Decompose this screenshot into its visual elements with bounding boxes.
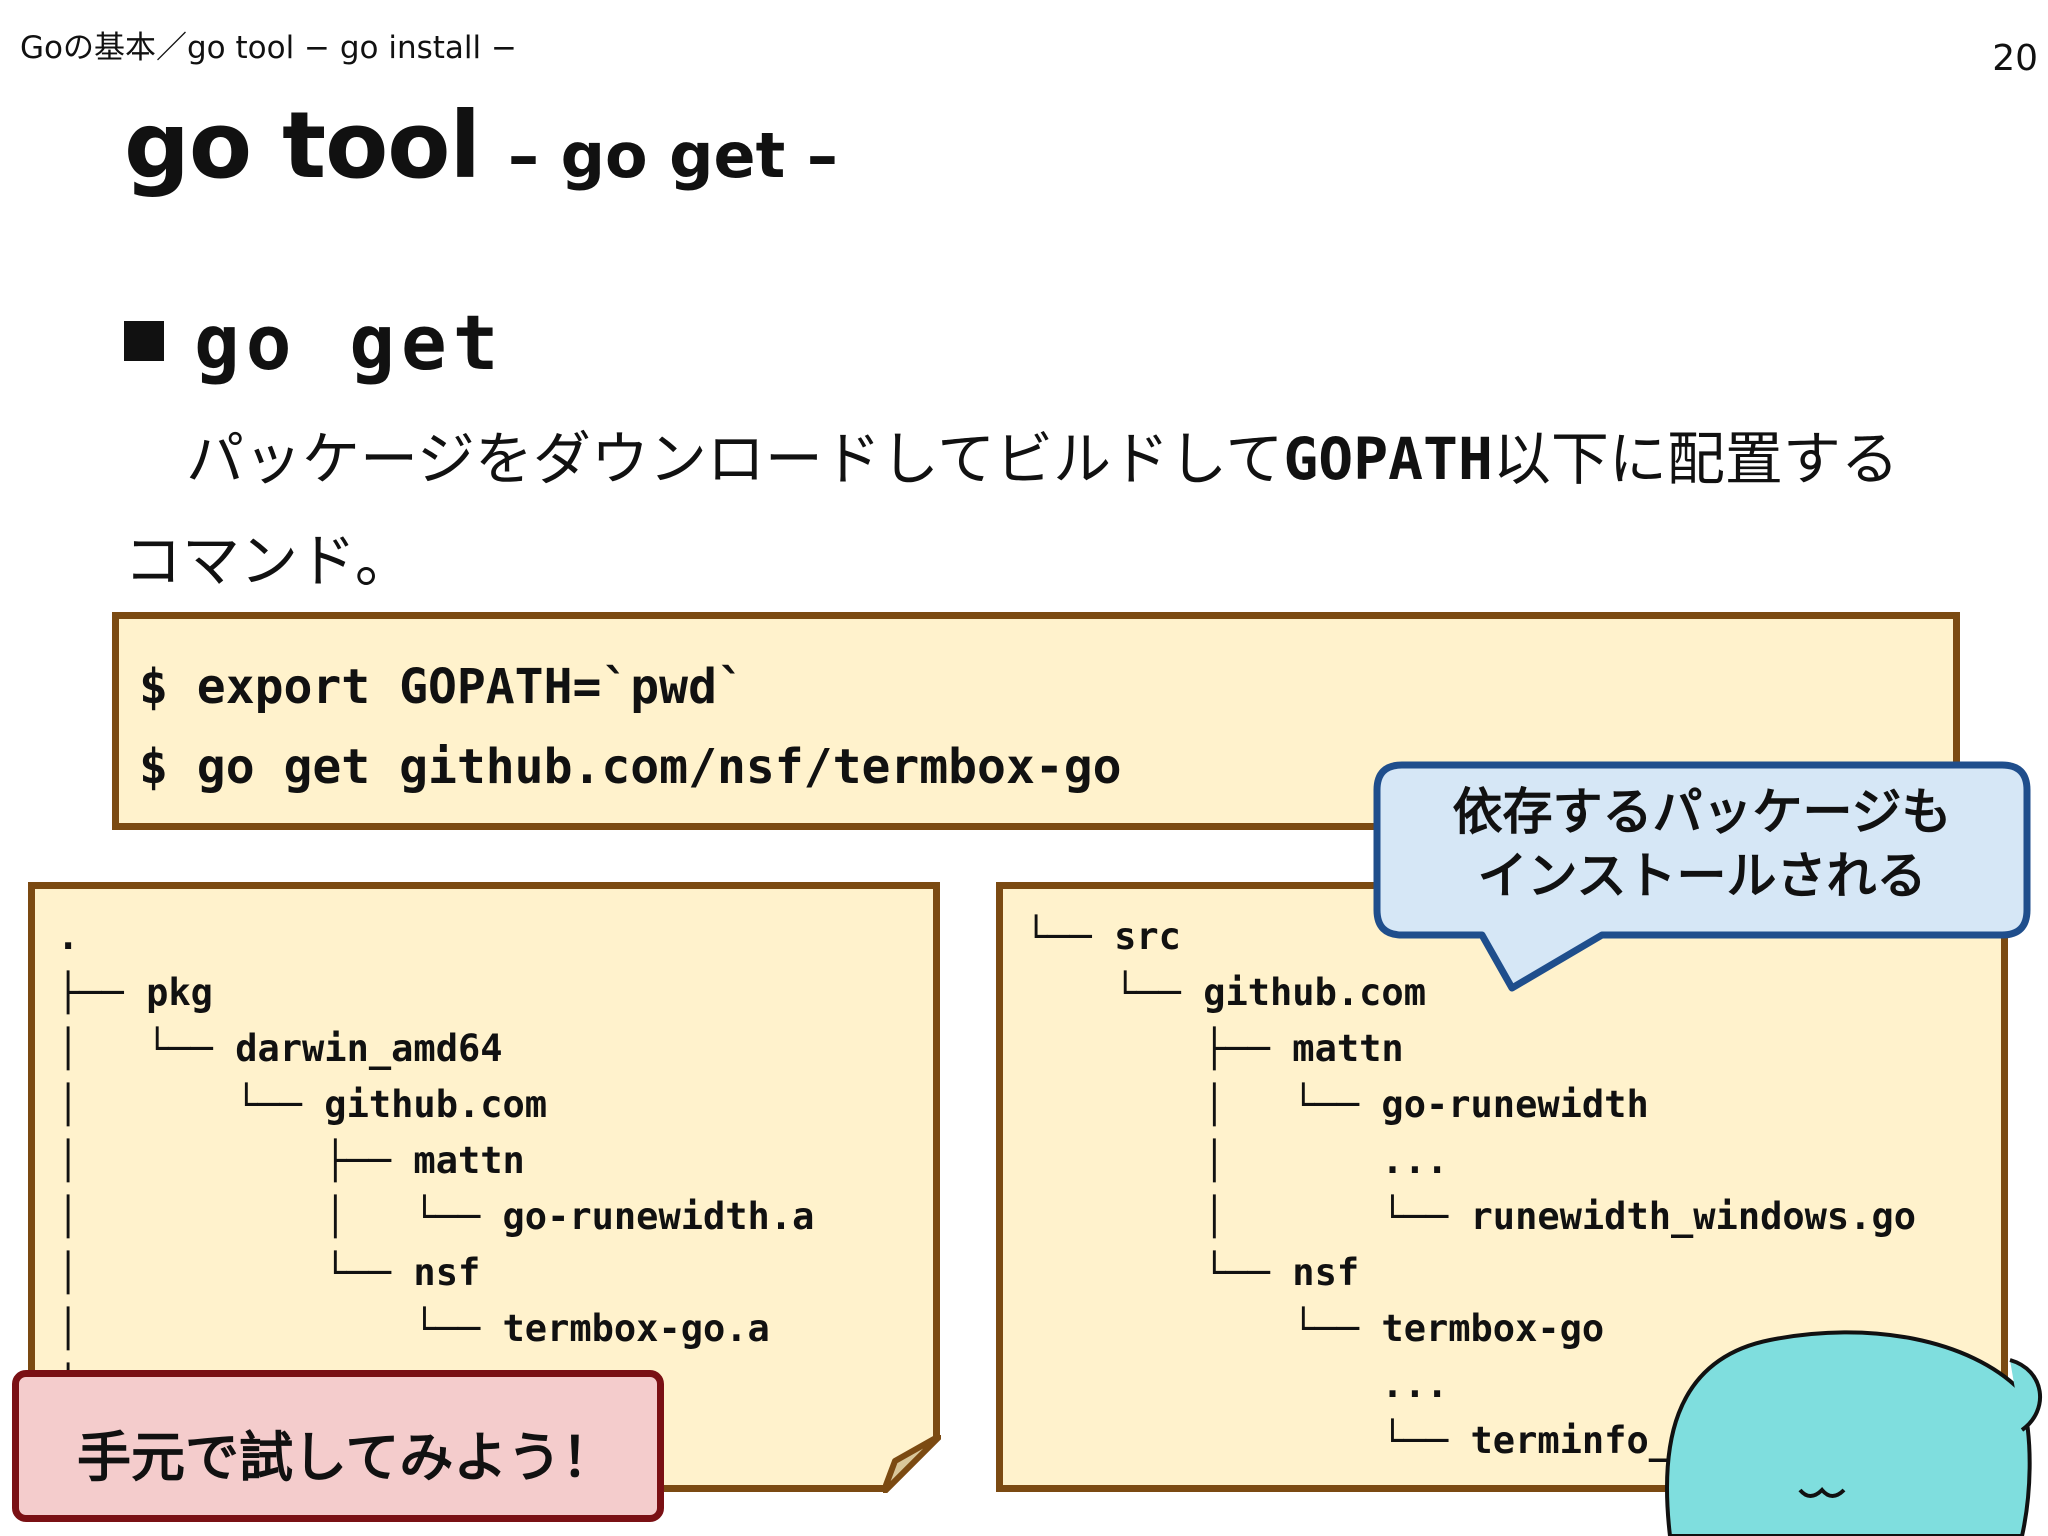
page-number: 20 <box>1992 38 2038 79</box>
src-tree-text: └── src └── github.com ├── mattn │ └── g… <box>1025 915 1917 1462</box>
title-main: go tool <box>124 92 481 199</box>
callout-line-2: インストールされる <box>1477 847 1927 905</box>
command-line-export: $ export GOPATH=`pwd` <box>139 659 746 715</box>
speech-bubble-icon <box>1373 761 2031 992</box>
try-it-label: 手元で試してみよう！ <box>12 1370 664 1522</box>
bullet-heading-text: go get <box>194 298 505 387</box>
src-tree-box: └── src └── github.com ├── mattn │ └── g… <box>996 882 2009 1493</box>
gopher-mascot-icon <box>1664 1330 2043 1536</box>
pkg-tree-text: . ├── pkg │ └── darwin_amd64 │ └── githu… <box>57 915 815 1406</box>
command-line-go-get: $ go get github.com/nsf/termbox-go <box>139 739 1122 795</box>
breadcrumb: Goの基本／go tool − go install − <box>20 30 517 66</box>
callout-line-1: 依存するパッケージも <box>1452 783 1952 841</box>
bullet-heading: go get <box>124 298 505 387</box>
callout-text: 依存するパッケージも インストールされる <box>1372 780 2032 908</box>
title-sub: – go get – <box>508 119 838 192</box>
folded-corner-icon <box>883 1435 941 1493</box>
desc-code: GOPATH <box>1283 425 1493 493</box>
bullet-description: パッケージをダウンロードしてビルドしてGOPATH以下に配置するコマンド。 <box>124 408 1924 612</box>
page-title: go tool – go get – <box>124 92 838 199</box>
bullet-square-icon <box>124 321 164 361</box>
desc-text-before: パッケージをダウンロードしてビルドして <box>186 425 1284 493</box>
desc-text-after: 以下に配置するコマンド。 <box>124 425 1899 595</box>
